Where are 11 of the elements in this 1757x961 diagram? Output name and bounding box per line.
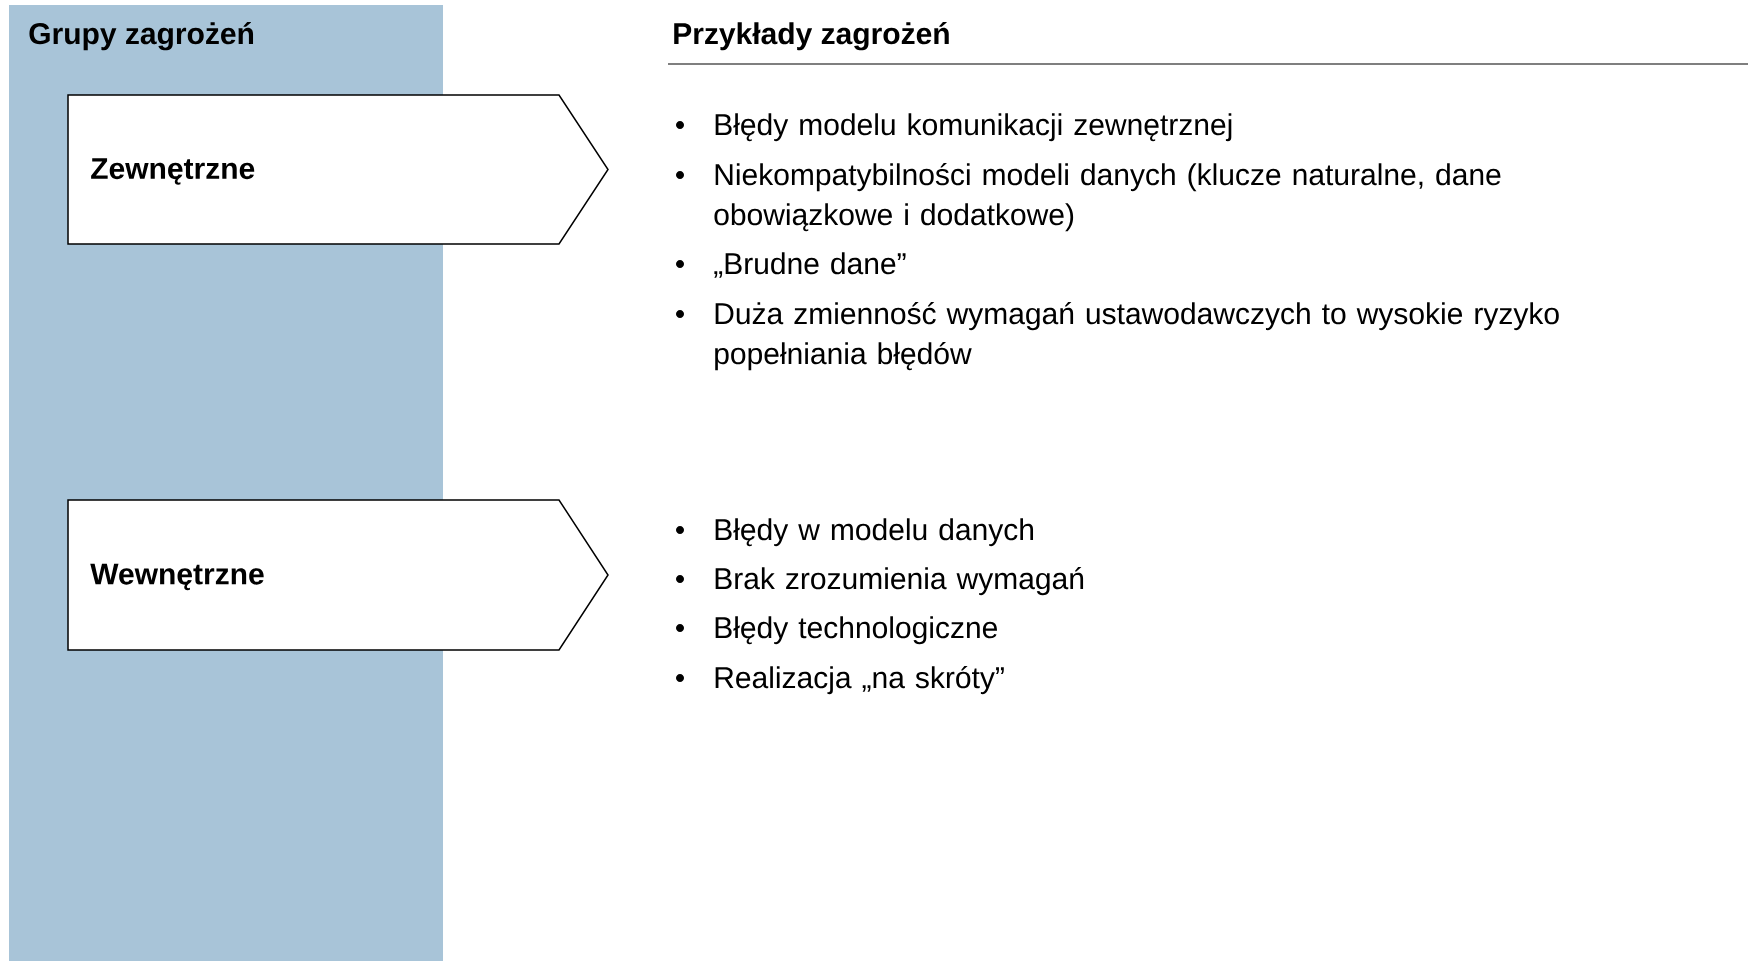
section-heading: Przykłady zagrożeń [674, 22, 949, 51]
bullet-item: Błędy technologiczne [676, 616, 997, 645]
bullet-item: Niekompatybilności modeli danych (klucze naturalne, dane obowiązkowe i dodatkowe) [676, 162, 1501, 232]
bullet-item: „Brudne dane” [676, 252, 906, 278]
chevron-box: Zewnętrzne [67, 94, 609, 245]
bullet-item: Duża zmienność wymagań ustawodawczych to wysokie ryzyko popełniania błędów [676, 301, 1559, 371]
bullet-item: Brak zrozumienia wymagań [676, 566, 1084, 596]
chevron-box: Wewnętrzne [67, 499, 609, 651]
bullet-item: Błędy w modelu danych [676, 518, 1033, 547]
bullet-item: Realizacja „na skróty” [676, 665, 1004, 695]
bullet-item: Błędy modelu komunikacji zewnętrznej [676, 113, 1232, 142]
